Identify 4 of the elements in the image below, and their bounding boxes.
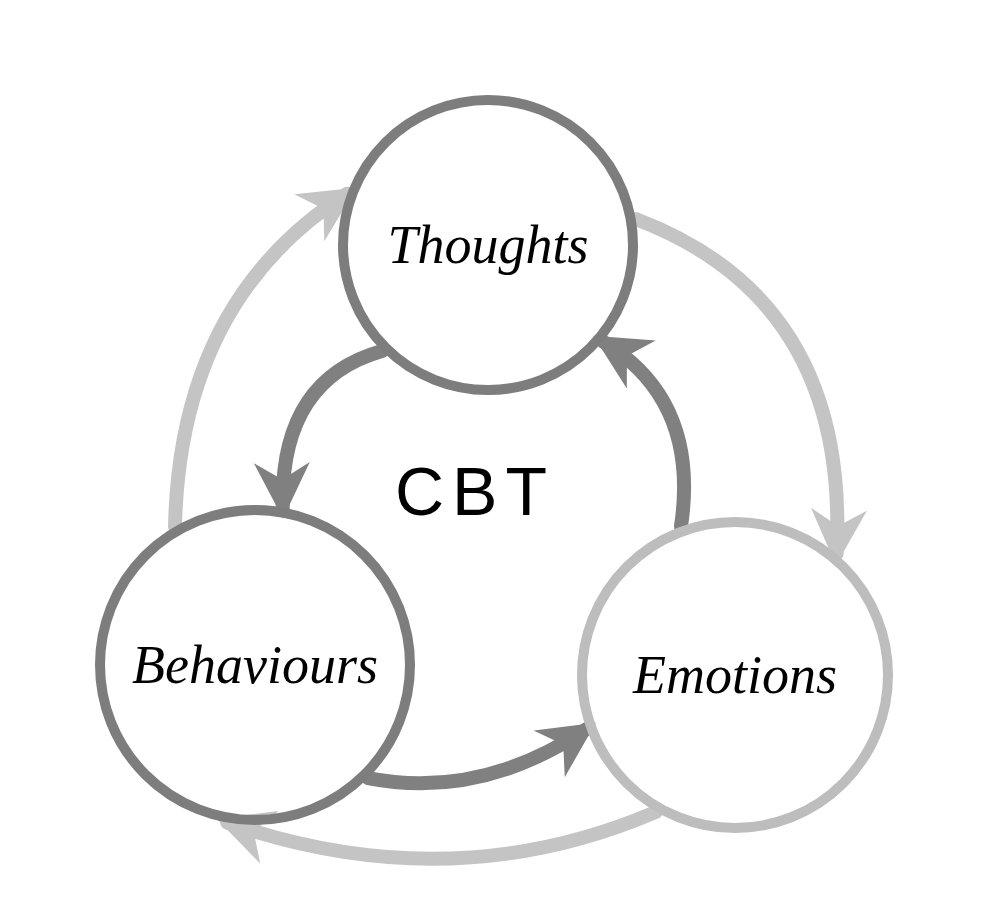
node-label: Behaviours: [132, 633, 378, 697]
node-label: Thoughts: [387, 213, 589, 277]
node-label: Emotions: [633, 643, 837, 707]
center-label: CBT: [395, 452, 555, 531]
